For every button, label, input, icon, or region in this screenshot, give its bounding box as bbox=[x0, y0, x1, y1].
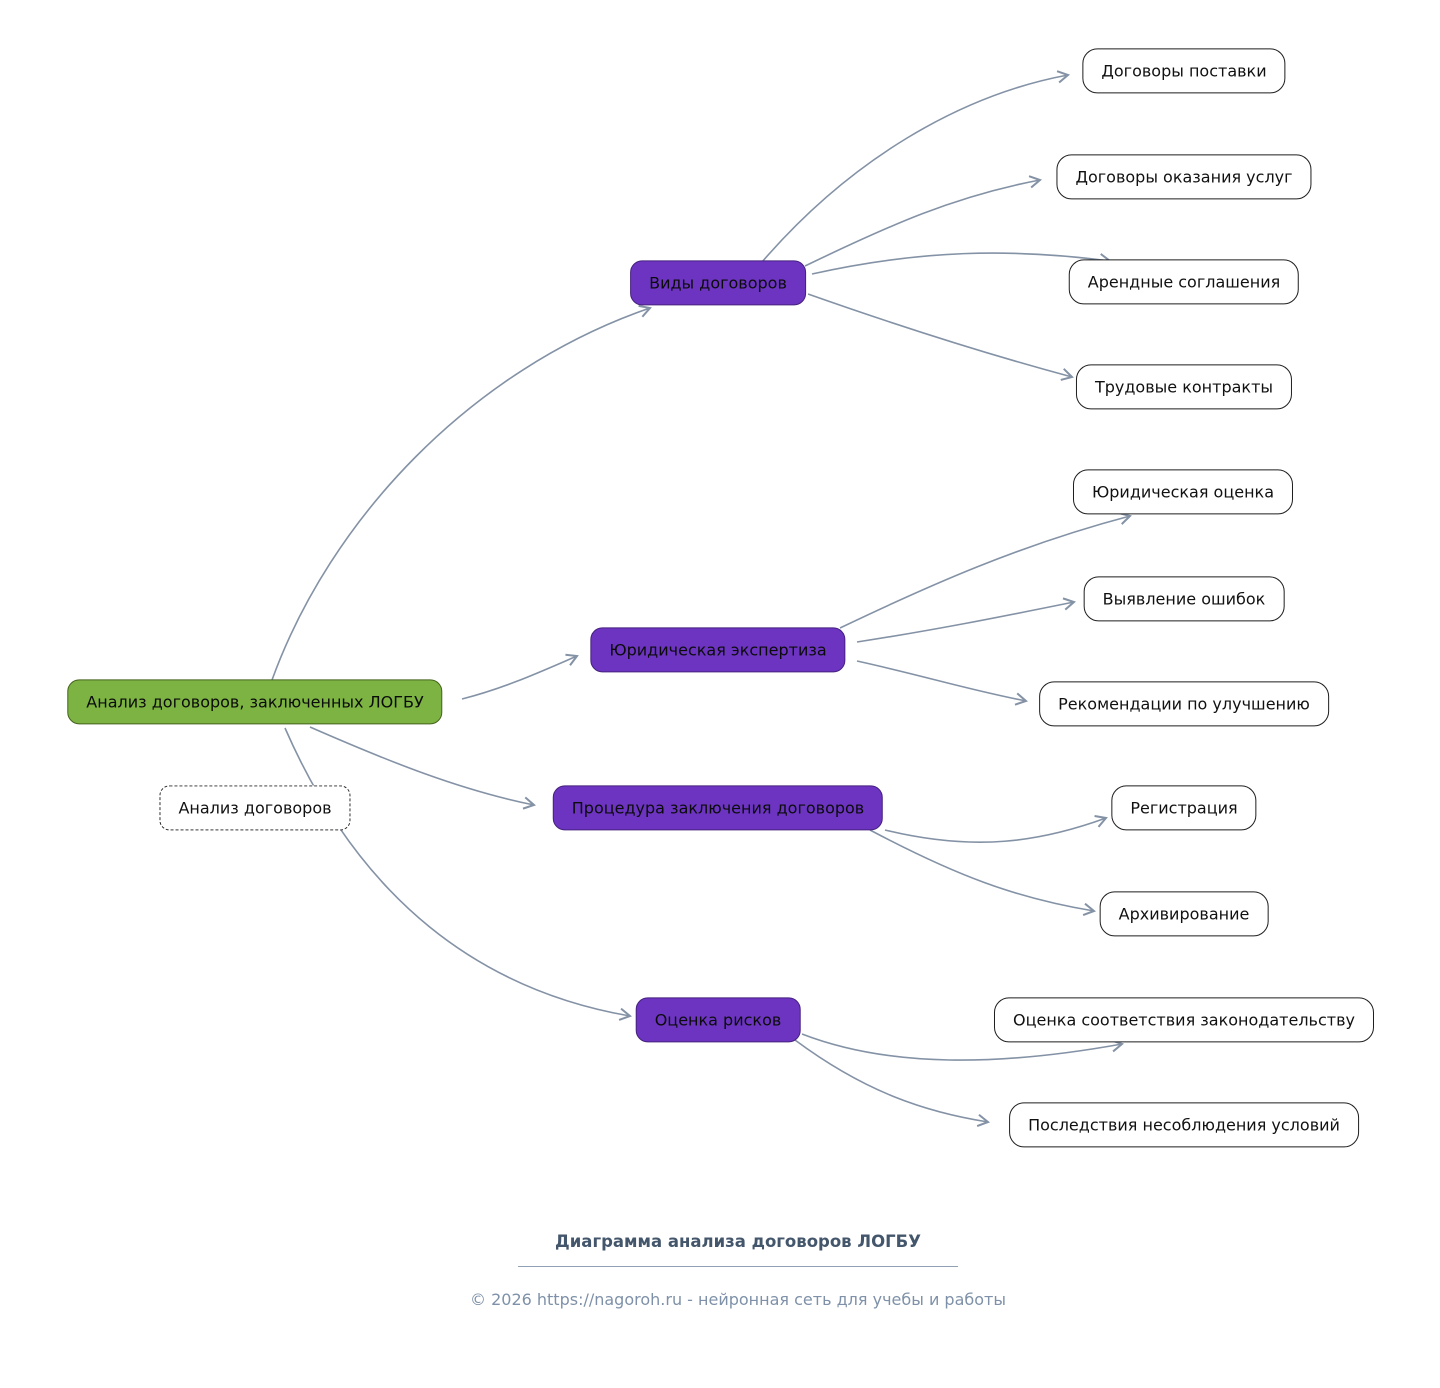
edge-root-legal-review bbox=[461, 653, 579, 700]
branch-conclusion-procedure: Процедура заключения договоров bbox=[552, 785, 884, 831]
edge-procedure-registration bbox=[884, 815, 1108, 843]
leaf-compliance-assessment: Оценка соответствия законодательству bbox=[993, 997, 1375, 1043]
edge-risk-compliance bbox=[801, 1033, 1124, 1061]
edge-legal-recommendations bbox=[856, 660, 1028, 706]
edge-risk-consequences bbox=[794, 1039, 991, 1128]
copyright-text: © 2026 https://nagoroh.ru - нейронная се… bbox=[469, 1290, 1007, 1309]
leaf-error-detection: Выявление ошибок bbox=[1083, 576, 1285, 622]
edge-types-lease bbox=[811, 252, 1113, 275]
leaf-legal-assessment: Юридическая оценка bbox=[1072, 469, 1294, 515]
branch-legal-review: Юридическая экспертиза bbox=[590, 627, 846, 673]
edge-types-supply bbox=[761, 70, 1070, 263]
edge-root-risk-assessment bbox=[284, 727, 633, 1021]
footer-divider bbox=[517, 1266, 958, 1267]
root-node: Анализ договоров, заключенных ЛОГБУ bbox=[67, 679, 443, 725]
edge-procedure-archiving bbox=[869, 829, 1097, 916]
leaf-registration: Регистрация bbox=[1111, 785, 1257, 831]
edge-legal-assessment bbox=[839, 512, 1132, 629]
edge-types-services bbox=[804, 175, 1042, 267]
edge-types-employment bbox=[807, 293, 1074, 381]
leaf-employment-contracts: Трудовые контракты bbox=[1075, 364, 1293, 410]
note-node: Анализ договоров bbox=[159, 785, 351, 831]
edge-root-conclusion-procedure bbox=[309, 726, 536, 810]
leaf-supply-contracts: Договоры поставки bbox=[1082, 48, 1286, 94]
leaf-service-contracts: Договоры оказания услуг bbox=[1056, 154, 1312, 200]
edge-legal-errors bbox=[856, 597, 1076, 643]
leaf-improvement-recommendations: Рекомендации по улучшению bbox=[1039, 681, 1329, 727]
leaf-non-compliance-consequences: Последствия несоблюдения условий bbox=[1009, 1102, 1359, 1148]
leaf-archiving: Архивирование bbox=[1099, 891, 1269, 937]
branch-contract-types: Виды договоров bbox=[630, 260, 806, 306]
footer: Диаграмма анализа договоров ЛОГБУ © 2026… bbox=[470, 1232, 1006, 1309]
edge-root-contract-types bbox=[271, 304, 652, 681]
leaf-lease-agreements: Арендные соглашения bbox=[1068, 259, 1300, 305]
branch-risk-assessment: Оценка рисков bbox=[635, 997, 801, 1043]
diagram-title: Диаграмма анализа договоров ЛОГБУ bbox=[555, 1232, 921, 1251]
